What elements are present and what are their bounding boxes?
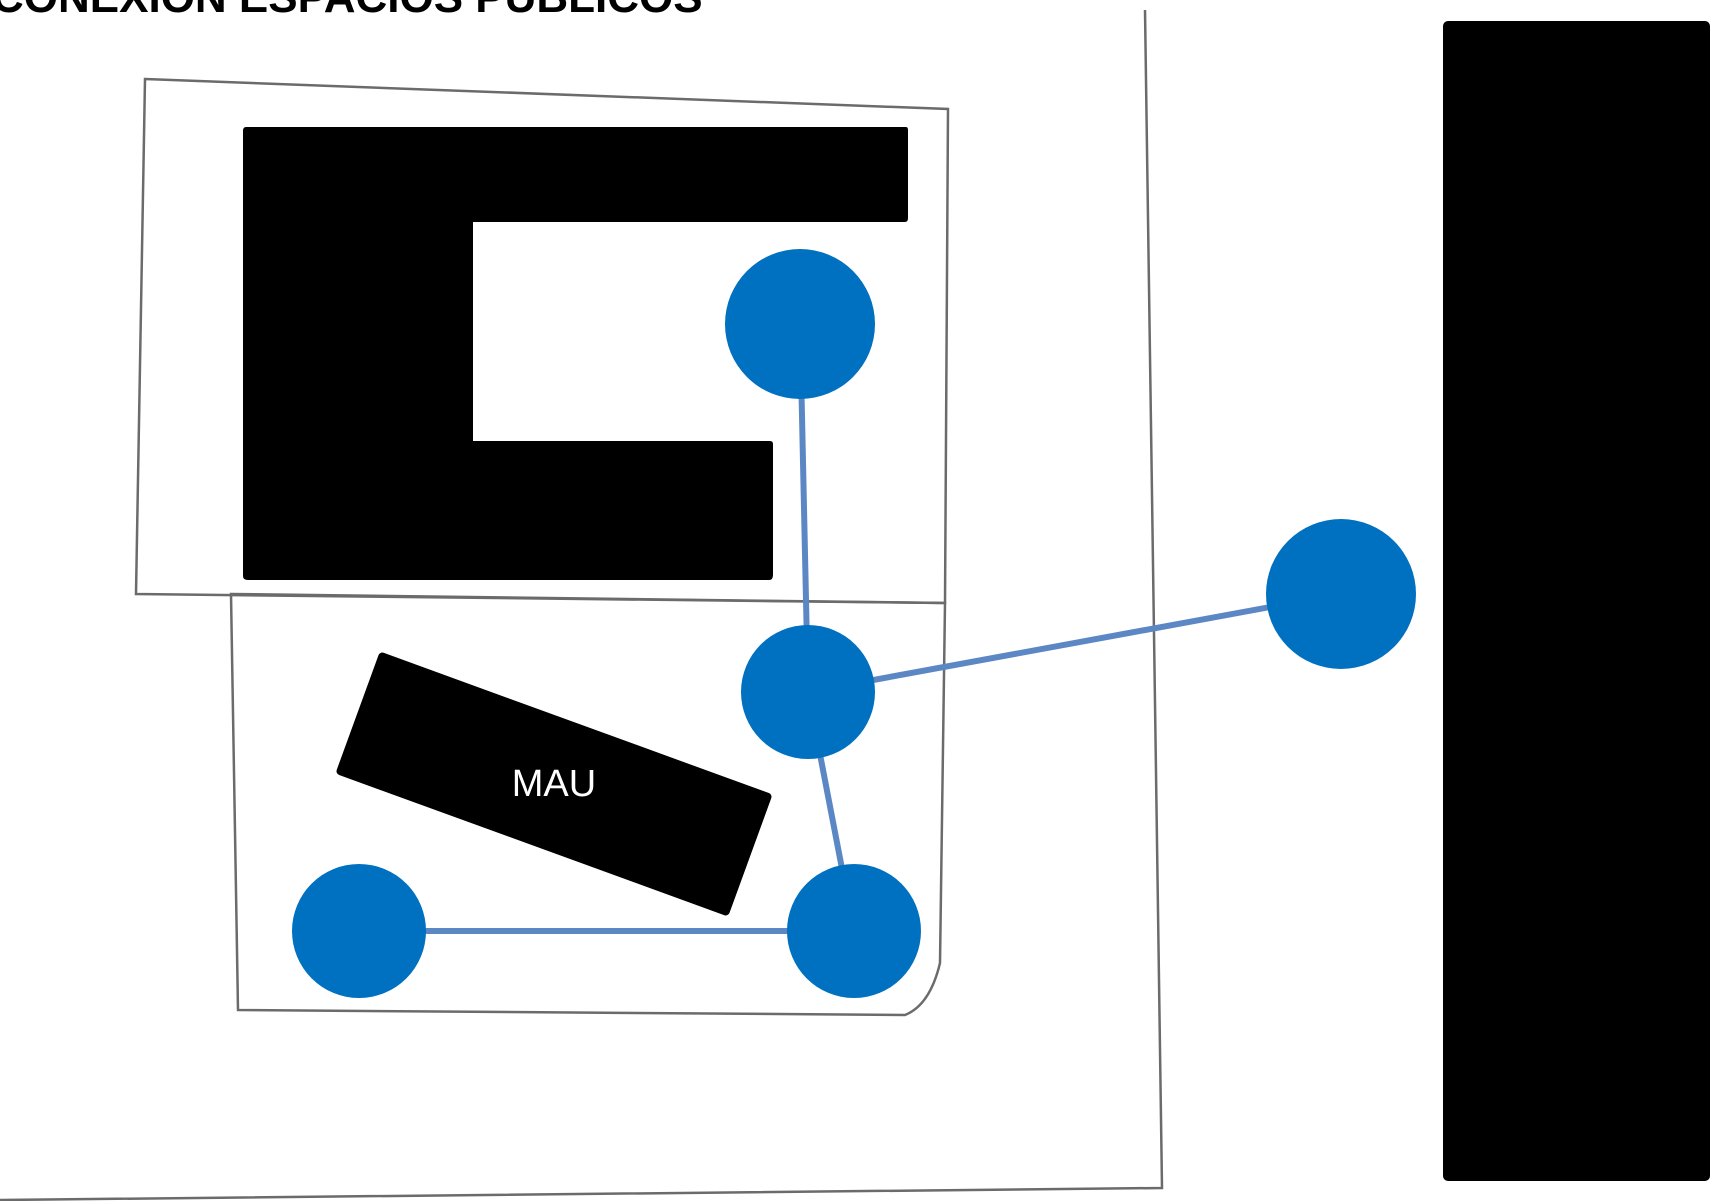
links-layer <box>356 321 1344 934</box>
east-building <box>1443 21 1710 1181</box>
nodes-layer <box>292 249 1416 998</box>
link-node-center-to-node-east <box>805 591 1344 695</box>
node-southeast <box>787 864 921 998</box>
node-north <box>725 249 875 399</box>
mau-block-shape <box>336 652 772 916</box>
node-east <box>1266 519 1416 669</box>
node-center <box>741 625 875 759</box>
mau-block: MAU <box>336 652 772 916</box>
node-southwest <box>292 864 426 998</box>
diagram-title: CONEXION ESPACIOS PUBLICOS <box>0 0 703 22</box>
lower-parcel-outline <box>229 592 947 1017</box>
c-shaped-building <box>243 127 908 580</box>
site-boundary <box>0 9 1164 1201</box>
mau-label: MAU <box>512 763 596 805</box>
